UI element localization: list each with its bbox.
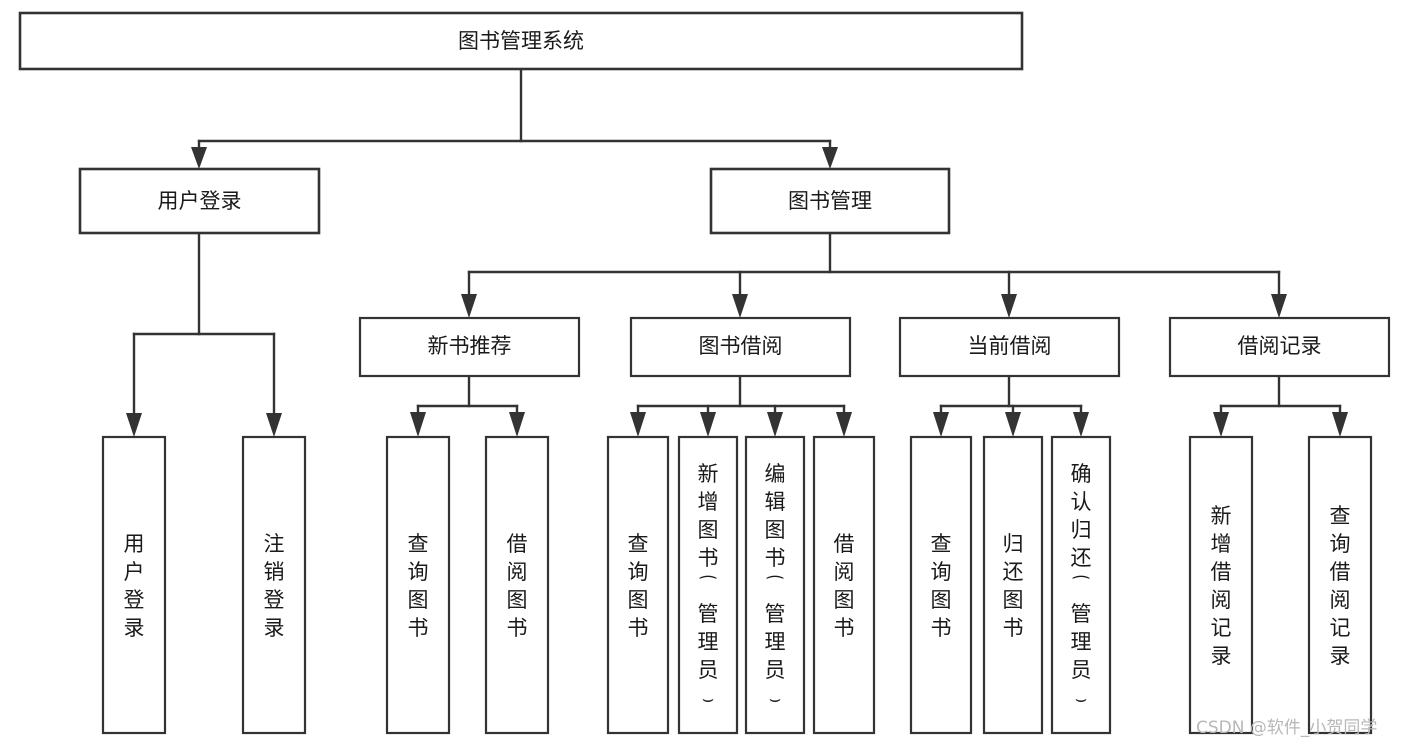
leaf-node[interactable]: 借阅图书 [812,435,876,735]
arrow-borrow-leaf-3 [767,412,783,437]
leaf-node[interactable]: 用户登录 [101,435,167,735]
arrow-borrow-leaf-4 [836,412,852,437]
arrow-newbook-leaf-1 [410,412,426,437]
node-new-book-recommend-label: 新书推荐 [428,334,512,358]
leaf-node-box[interactable] [909,435,973,735]
leaf-node-group: 用户登录 注销登录 查询图书 借阅图书 查询图书 新增图书⁀管理员⌣ 编辑图书⁀… [101,435,1373,735]
node-book-management-label: 图书管理 [788,189,872,213]
leaf-node-box[interactable] [101,435,167,735]
leaf-node-box[interactable] [1050,435,1112,735]
leaf-node-box[interactable] [1188,435,1254,735]
node-book-borrow-box[interactable] [629,316,852,378]
leaf-node-label: 查询图书 [628,532,649,640]
node-book-borrow-label: 图书借阅 [699,334,783,358]
leaf-node[interactable]: 新增图书⁀管理员⌣ [677,435,739,735]
node-borrow-record[interactable]: 借阅记录 [1168,316,1391,378]
leaf-node-label: 新增借阅记录 [1211,504,1232,668]
arrow-newbook-leaf-2 [509,412,525,437]
arrow-bookmgmt-child-3 [1001,294,1017,318]
leaf-node-box[interactable] [241,435,307,735]
arrow-root-to-user-login [191,147,207,169]
arrow-borrow-leaf-2 [700,412,716,437]
leaf-node[interactable]: 查询借阅记录 [1307,435,1373,735]
node-user-login-box[interactable] [78,167,321,235]
leaf-node[interactable]: 归还图书 [982,435,1044,735]
leaf-node-box[interactable] [385,435,451,735]
leaf-node-label: 归还图书 [1003,532,1024,640]
node-book-management[interactable]: 图书管理 [709,167,951,235]
leaf-node-box[interactable] [982,435,1044,735]
leaf-node[interactable]: 确认归还⁀管理员⌣ [1050,435,1112,735]
leaf-node-box[interactable] [677,435,739,735]
leaf-node-box[interactable] [812,435,876,735]
leaf-node-box[interactable] [484,435,550,735]
arrow-record-leaf-2 [1332,412,1348,437]
arrow-record-leaf-1 [1213,412,1229,437]
arrow-userlogin-leaf-1 [126,413,142,437]
node-current-borrow-label: 当前借阅 [968,334,1052,358]
arrow-borrow-leaf-1 [630,412,646,437]
leaf-node-label: 用户登录 [124,532,145,640]
node-current-borrow[interactable]: 当前借阅 [898,316,1121,378]
leaf-node-box[interactable] [1307,435,1373,735]
leaf-node-label: 查询图书 [931,532,952,640]
leaf-node-label: 查询借阅记录 [1330,504,1351,668]
leaf-node-label: 编辑图书⁀管理员⌣ [765,462,786,710]
node-user-login[interactable]: 用户登录 [78,167,321,235]
node-current-borrow-box[interactable] [898,316,1121,378]
node-user-login-label: 用户登录 [158,189,242,213]
arrow-root-to-book-mgmt [822,147,838,169]
leaf-node-label: 注销登录 [264,532,285,640]
arrow-current-leaf-2 [1005,412,1021,437]
node-root[interactable]: 图书管理系统 [18,11,1024,71]
node-book-borrow[interactable]: 图书借阅 [629,316,852,378]
leaf-node-label: 新增图书⁀管理员⌣ [698,462,719,710]
node-new-book-recommend-box[interactable] [358,316,581,378]
arrow-userlogin-leaf-2 [266,413,282,437]
leaf-node-label: 借阅图书 [507,532,528,640]
arrow-bookmgmt-child-4 [1271,294,1287,318]
node-new-book-recommend[interactable]: 新书推荐 [358,316,581,378]
arrow-current-leaf-1 [933,412,949,437]
leaf-node-label: 确认归还⁀管理员⌣ [1071,462,1092,710]
arrow-current-leaf-3 [1073,412,1089,437]
leaf-node[interactable]: 注销登录 [241,435,307,735]
leaf-node[interactable]: 新增借阅记录 [1188,435,1254,735]
leaf-node-label: 查询图书 [408,532,429,640]
leaf-node-box[interactable] [606,435,670,735]
leaf-node[interactable]: 编辑图书⁀管理员⌣ [744,435,806,735]
leaf-node-label: 借阅图书 [834,532,855,640]
node-root-box[interactable] [18,11,1024,71]
csdn-watermark: CSDN @软件_小贺同学 [1196,718,1377,738]
node-borrow-record-box[interactable] [1168,316,1391,378]
leaf-node-box[interactable] [744,435,806,735]
arrow-bookmgmt-child-1 [461,294,477,318]
leaf-node[interactable]: 借阅图书 [484,435,550,735]
leaf-node[interactable]: 查询图书 [385,435,451,735]
arrow-bookmgmt-child-2 [732,294,748,318]
connector-edges [126,67,1348,437]
node-borrow-record-label: 借阅记录 [1238,334,1322,358]
leaf-node[interactable]: 查询图书 [606,435,670,735]
leaf-node[interactable]: 查询图书 [909,435,973,735]
node-book-management-box[interactable] [709,167,951,235]
node-root-label: 图书管理系统 [458,29,584,53]
